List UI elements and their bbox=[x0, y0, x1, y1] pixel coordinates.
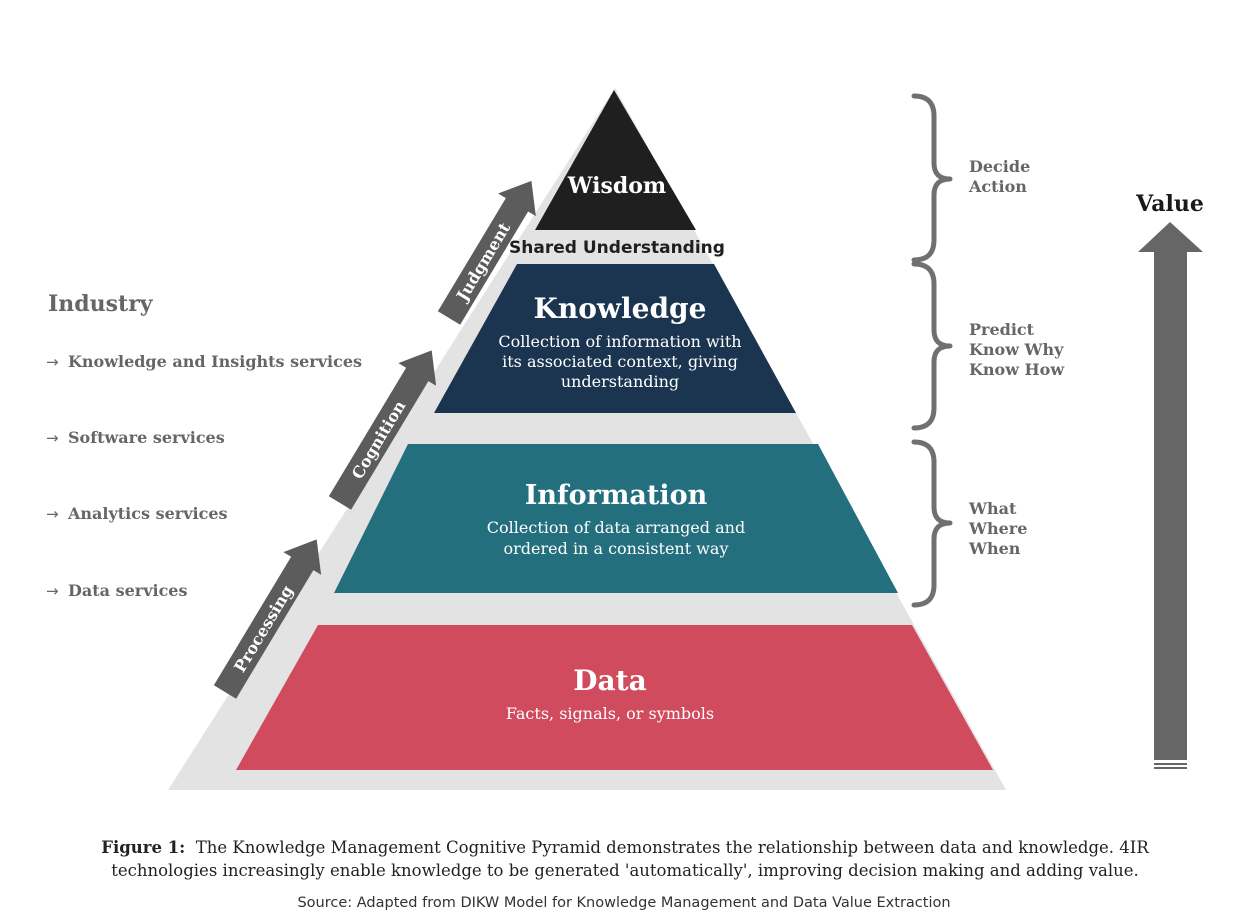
industry-title: Industry bbox=[48, 291, 154, 317]
bracket-middle-line-1: Predict bbox=[969, 320, 1035, 339]
bracket-bottom-line-3: When bbox=[968, 539, 1021, 558]
industry-item-1: Knowledge and Insights services bbox=[68, 352, 362, 371]
data-desc-line-1: Facts, signals, or symbols bbox=[506, 704, 714, 723]
shared-understanding-label: Shared Understanding bbox=[509, 238, 725, 258]
industry-item-4: Data services bbox=[68, 581, 188, 600]
judgment-arrow-shape bbox=[437, 180, 536, 325]
caption-text: The Knowledge Management Cognitive Pyram… bbox=[111, 838, 1149, 880]
wisdom-layer bbox=[535, 90, 696, 230]
bracket-bottom-line-1: What bbox=[968, 499, 1017, 518]
industry-bullet-2: → bbox=[46, 429, 59, 447]
information-desc-line-2: ordered in a consistent way bbox=[504, 539, 729, 558]
information-desc-line-1: Collection of data arranged and bbox=[487, 518, 745, 537]
bracket-top-line-2: Action bbox=[968, 177, 1027, 196]
industry-bullet-1: → bbox=[46, 353, 59, 371]
value-label: Value bbox=[1135, 191, 1204, 217]
knowledge-desc-line-2: its associated context, giving bbox=[502, 352, 738, 371]
processing-arrow-shape bbox=[213, 539, 322, 699]
data-title: Data bbox=[573, 664, 647, 697]
source-note: Source: Adapted from DIKW Model for Know… bbox=[297, 895, 951, 911]
knowledge-title: Knowledge bbox=[534, 292, 707, 325]
data-layer bbox=[236, 625, 993, 770]
bracket-top bbox=[911, 93, 953, 263]
bracket-top-line-1: Decide bbox=[969, 157, 1030, 176]
cognition-arrow-shape bbox=[328, 350, 437, 510]
caption-label: Figure 1: bbox=[101, 838, 186, 857]
industry-bullet-4: → bbox=[46, 582, 59, 600]
information-layer bbox=[334, 444, 898, 593]
bracket-middle bbox=[911, 261, 953, 431]
knowledge-desc-line-1: Collection of information with bbox=[498, 332, 741, 351]
value-arrow bbox=[1138, 222, 1203, 760]
wisdom-title: Wisdom bbox=[567, 173, 666, 199]
information-title: Information bbox=[525, 480, 708, 511]
bracket-bottom bbox=[911, 439, 953, 608]
bracket-bottom-line-2: Where bbox=[968, 519, 1027, 538]
knowledge-desc-line-3: understanding bbox=[561, 372, 679, 391]
bracket-middle-line-2: Know Why bbox=[969, 340, 1064, 359]
industry-bullet-3: → bbox=[46, 505, 59, 523]
knowledge-layer bbox=[434, 264, 796, 413]
industry-item-3: Analytics services bbox=[67, 504, 228, 523]
industry-item-2: Software services bbox=[68, 428, 225, 447]
bracket-middle-line-3: Know How bbox=[969, 360, 1065, 379]
pyramid-shadow bbox=[168, 88, 1006, 790]
figure-caption: Figure 1: The Knowledge Management Cogni… bbox=[60, 836, 1190, 882]
